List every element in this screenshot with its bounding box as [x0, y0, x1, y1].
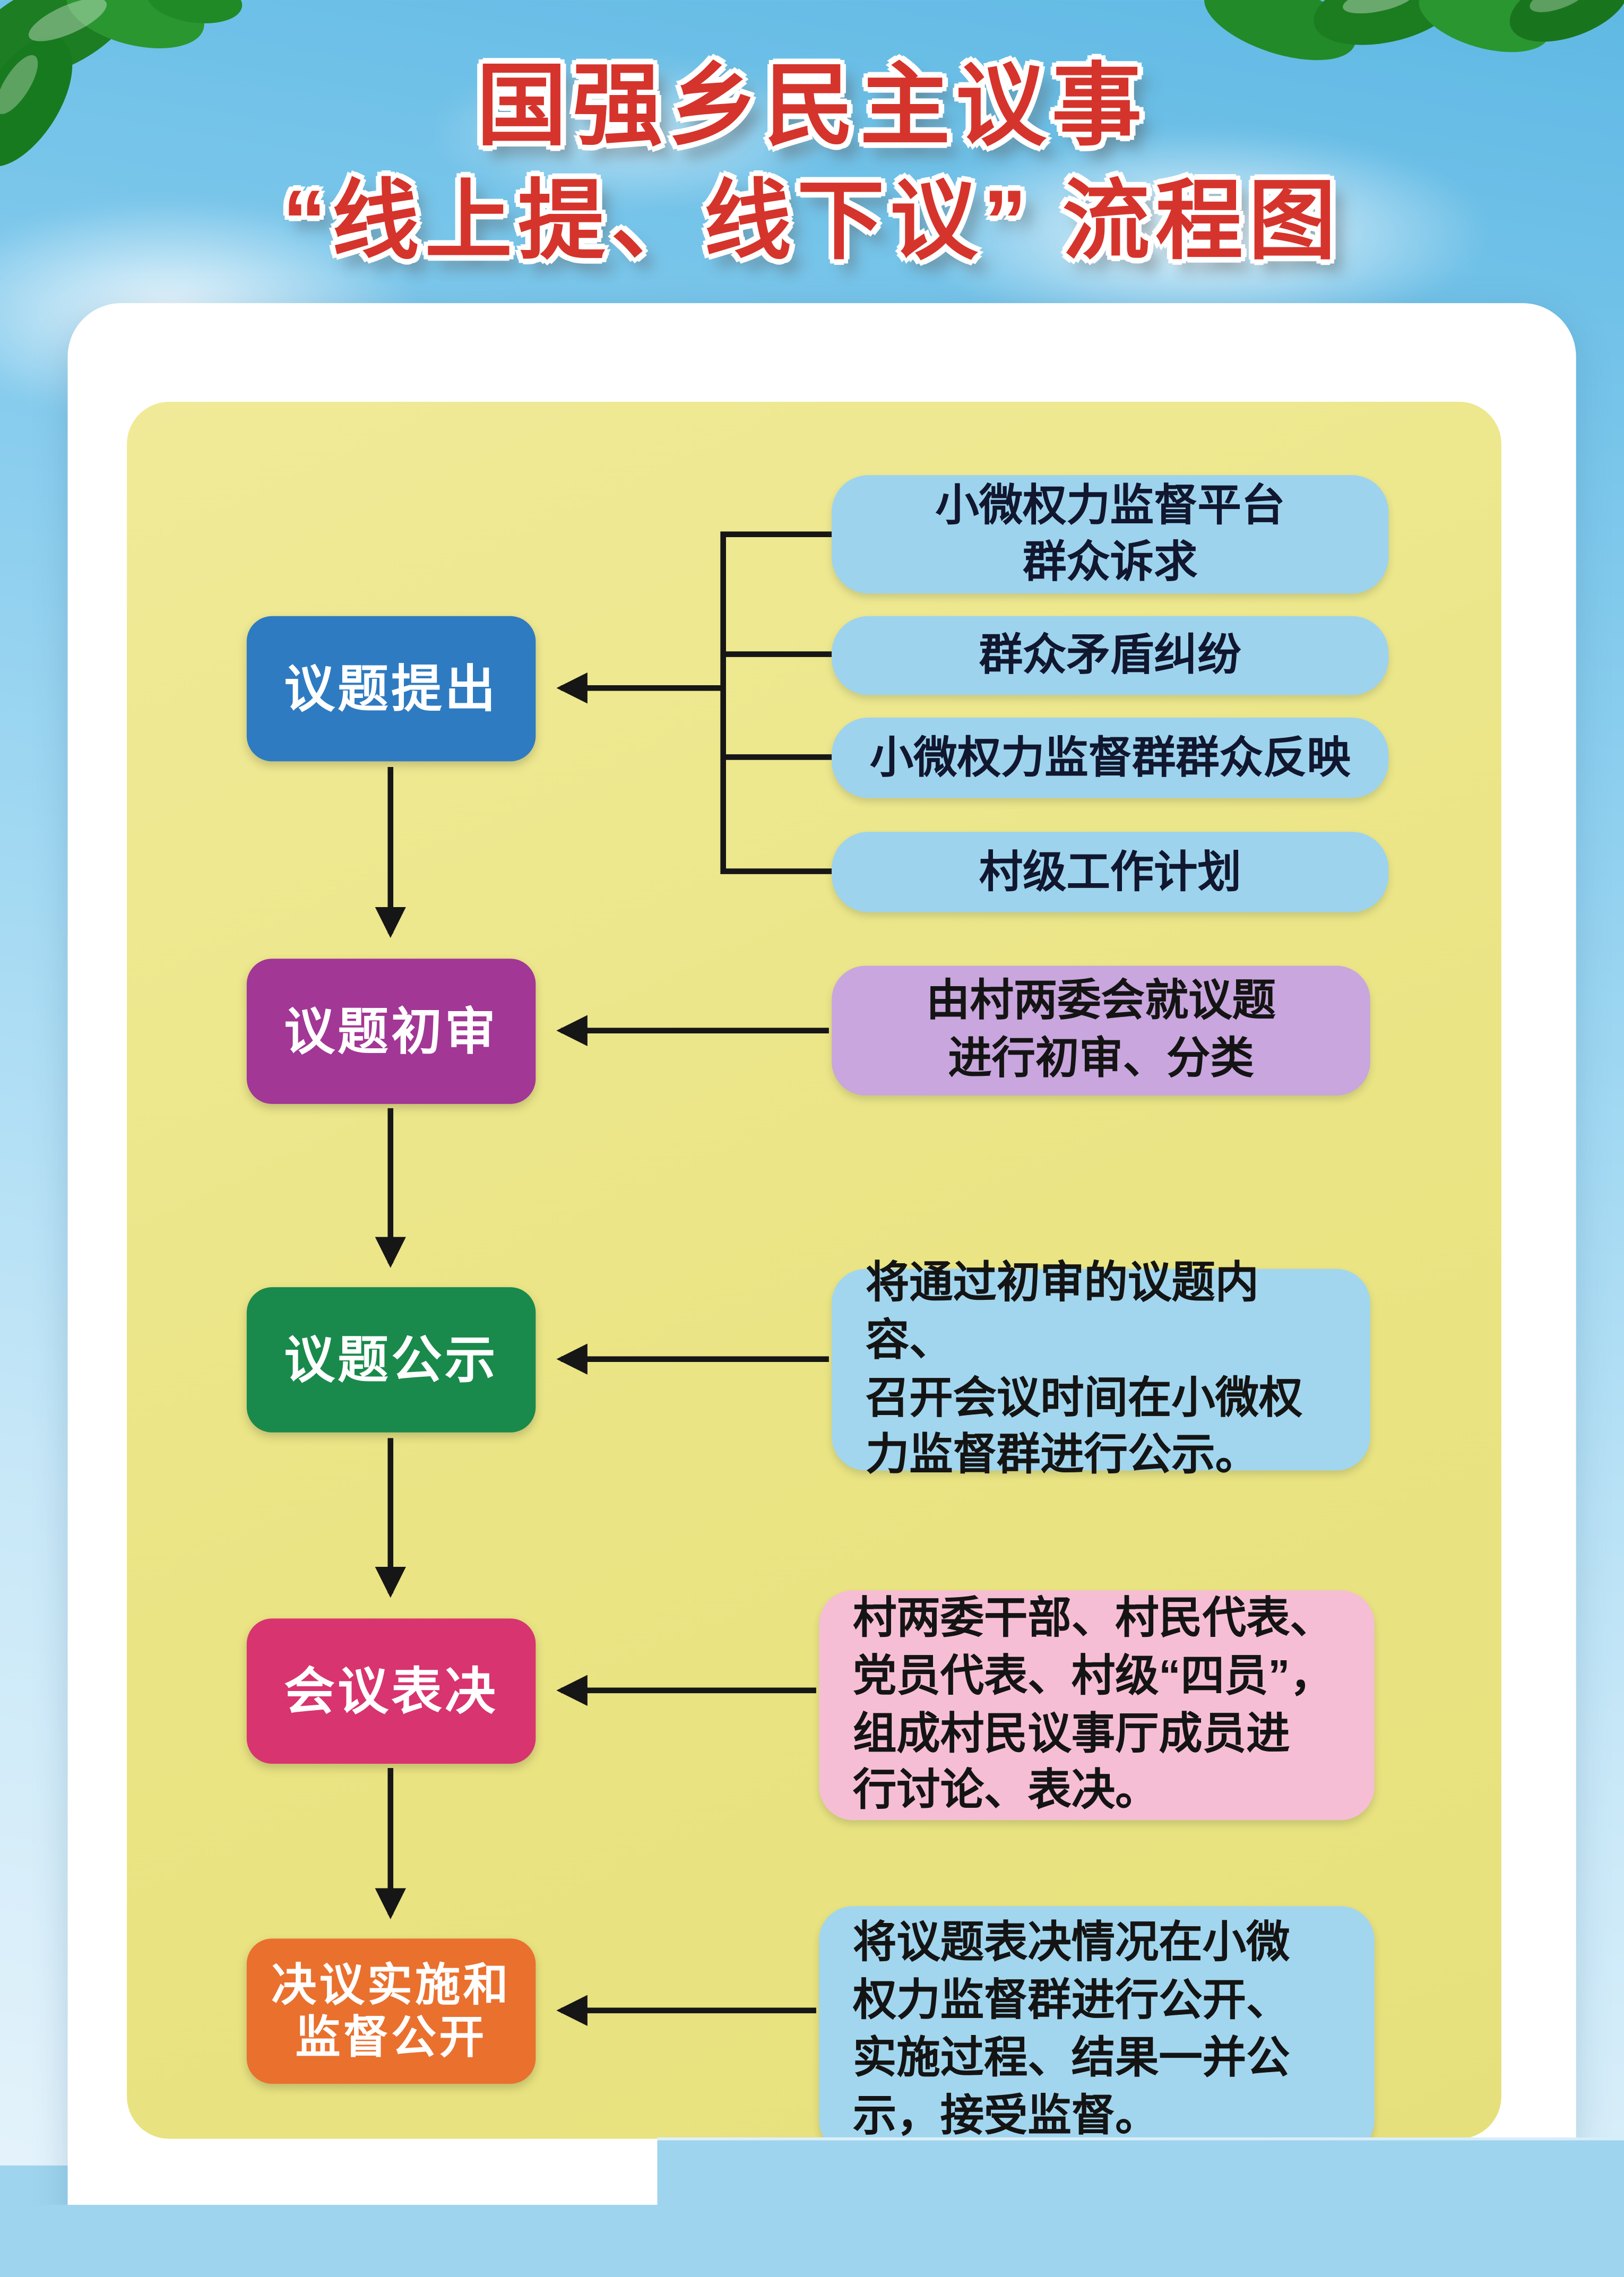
annotation-vote-members: 村两委干部、村民代表、 党员代表、村级“四员”， 组成村民议事厅成员进 行讨论、…	[819, 1590, 1375, 1820]
poster: 国强乡民主议事 “线上提、线下议” 流程图 议题提出 议题初审 议题公示 会议表…	[0, 0, 1624, 2166]
source-supervision-group-feedback: 小微权力监督群群众反映	[832, 718, 1388, 798]
poster-title-line1: 国强乡民主议事	[0, 34, 1624, 163]
stage-implementation-supervision: 决议实施和 监督公开	[247, 1938, 536, 2084]
stage-meeting-vote: 会议表决	[247, 1618, 536, 1764]
annotation-publicity: 将通过初审的议题内容、 召开会议时间在小微权 力监督群进行公示。	[832, 1269, 1370, 1471]
annotation-initial-review: 由村两委会就议题 进行初审、分类	[832, 966, 1370, 1096]
stage-issue-publicity: 议题公示	[247, 1287, 536, 1433]
stage-issue-proposal: 议题提出	[247, 616, 536, 762]
source-platform-appeals: 小微权力监督平台 群众诉求	[832, 475, 1388, 593]
source-village-work-plan: 村级工作计划	[832, 832, 1388, 912]
poster-title-line2: “线上提、线下议” 流程图	[0, 150, 1624, 277]
source-mass-disputes: 群众矛盾纠纷	[832, 616, 1388, 695]
annotation-result-publicity: 将议题表决情况在小微 权力监督群进行公开、 实施过程、结果一并公 示，接受监督。	[819, 1906, 1375, 2154]
stage-issue-initial-review: 议题初审	[247, 959, 536, 1104]
